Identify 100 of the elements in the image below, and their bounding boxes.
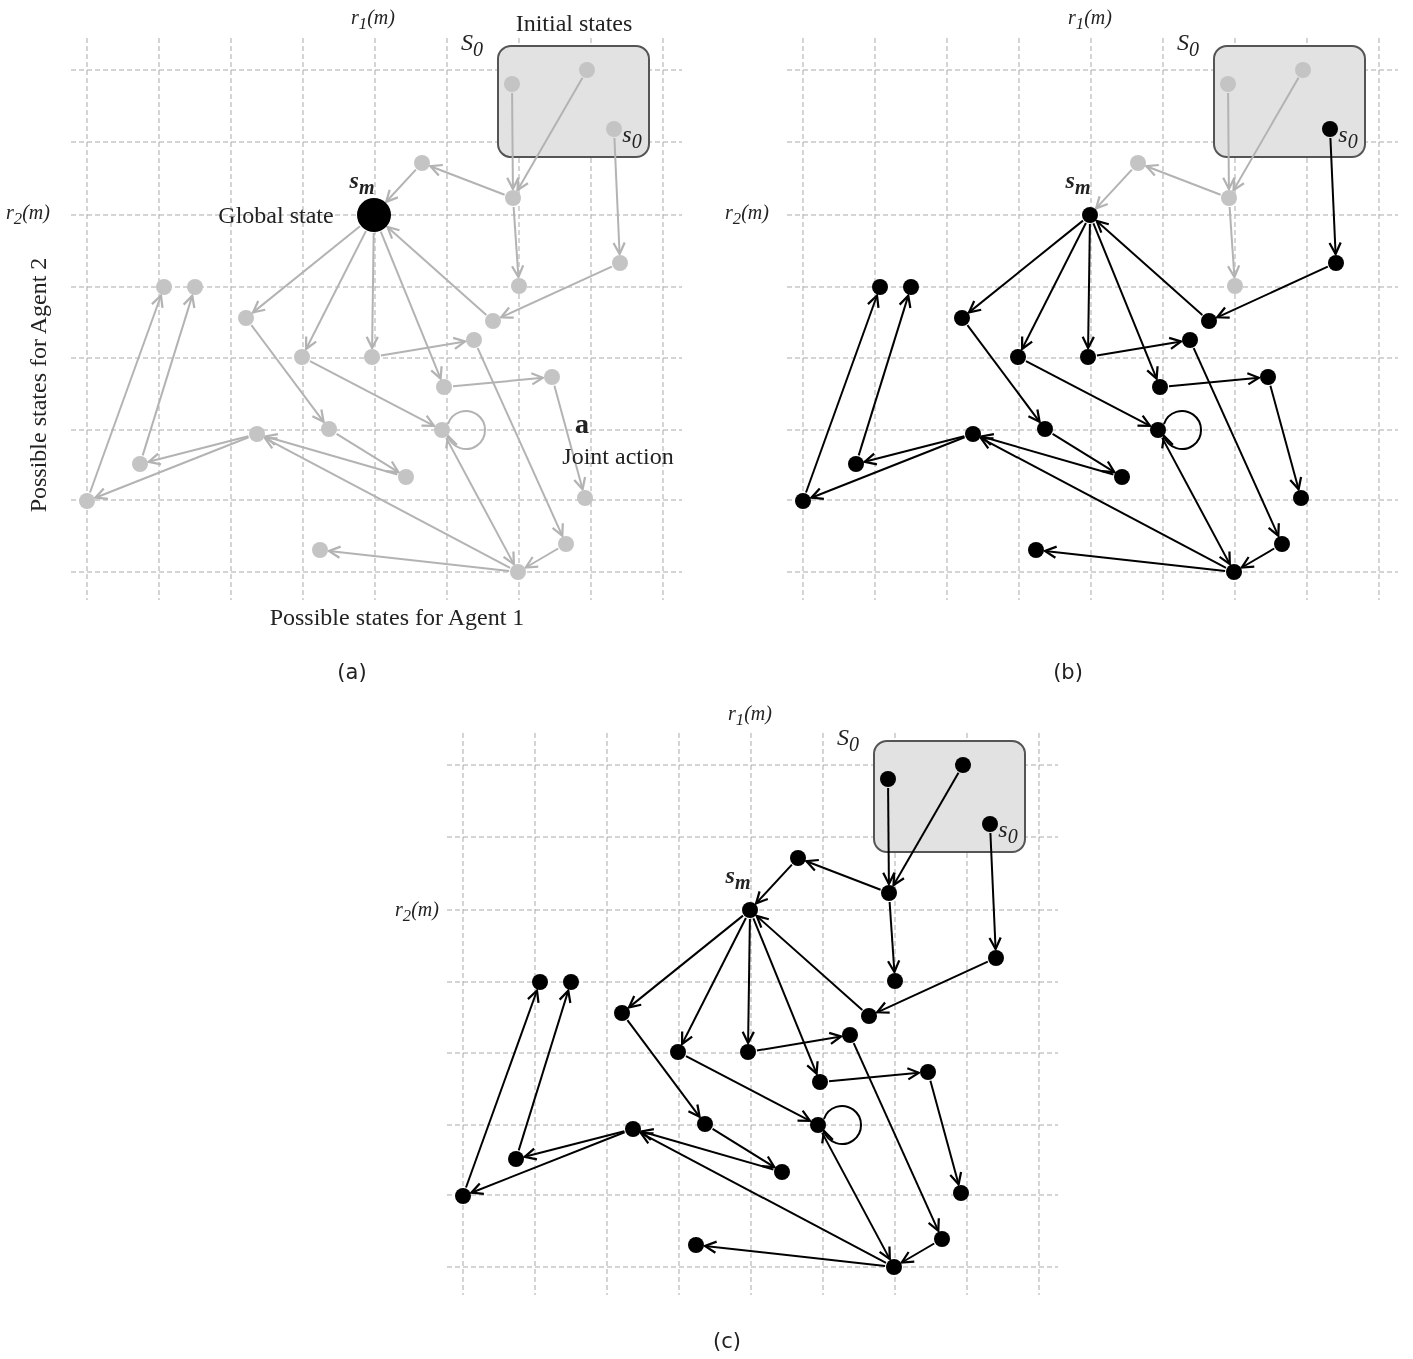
state-dot <box>965 426 981 442</box>
arrow <box>755 863 793 905</box>
state-dot <box>1295 62 1311 78</box>
self-loop-arrow <box>445 410 487 450</box>
state-dot <box>774 1164 790 1180</box>
arrow <box>1145 163 1222 196</box>
state-dot <box>614 1005 630 1021</box>
axis-label: r$_{1}$(m) <box>728 702 772 730</box>
state-dot <box>508 1151 524 1167</box>
arrow <box>639 1132 887 1264</box>
panel-label: (b) <box>1053 660 1083 684</box>
state-dot <box>1182 332 1198 348</box>
arrow <box>251 225 361 314</box>
arrow <box>1226 206 1241 279</box>
arrow <box>752 917 819 1075</box>
state-symbol: s$_{m}$ <box>349 167 375 199</box>
arrow <box>365 232 379 350</box>
state-dot <box>1080 349 1096 365</box>
arrow <box>612 137 626 256</box>
arrow <box>327 545 511 572</box>
state-dot <box>1037 421 1053 437</box>
state-dot <box>881 885 897 901</box>
set-symbol: S$_{0}$ <box>1177 29 1199 61</box>
arrow <box>470 1131 626 1195</box>
arrow <box>506 92 520 191</box>
arrow <box>980 433 1115 476</box>
state-dot <box>505 190 521 206</box>
state-dot <box>740 1044 756 1060</box>
state-dot <box>312 542 328 558</box>
arrow <box>305 230 367 351</box>
state-dot <box>1274 536 1290 552</box>
arrow <box>627 914 744 1009</box>
action-symbol: a <box>575 408 589 440</box>
state-dot <box>436 379 452 395</box>
state-dot <box>1010 349 1026 365</box>
arrow <box>886 901 901 974</box>
arrow <box>1092 222 1159 380</box>
state-dot <box>606 121 622 137</box>
arrow <box>1328 137 1342 256</box>
state-symbol: s$_{m}$ <box>725 862 751 894</box>
arrow <box>1043 545 1227 572</box>
arrow <box>900 1242 936 1264</box>
arrow <box>892 771 960 887</box>
state-dot <box>321 421 337 437</box>
arrow <box>465 989 540 1189</box>
state-dot <box>558 536 574 552</box>
arrow <box>250 324 325 423</box>
arrow <box>510 206 525 279</box>
state-dot <box>1028 542 1044 558</box>
set-symbol: S$_{0}$ <box>837 724 859 756</box>
arrow <box>711 1127 776 1169</box>
arrow <box>1081 223 1095 350</box>
state-dot <box>903 279 919 295</box>
arrow <box>852 1042 940 1232</box>
panel-label: (c) <box>713 1329 741 1353</box>
arrow <box>857 294 912 457</box>
initial-states-box <box>1213 45 1366 158</box>
state-dot <box>249 426 265 442</box>
arrow <box>703 1240 887 1267</box>
arrow <box>681 917 747 1046</box>
state-symbol: s$_{0}$ <box>1338 121 1358 153</box>
state-dot <box>511 278 527 294</box>
state-dot <box>455 1188 471 1204</box>
state-dot <box>934 1231 950 1247</box>
arrow <box>429 163 506 196</box>
panel-label: (a) <box>337 660 367 684</box>
state-dot <box>848 456 864 472</box>
state-symbol: s$_{m}$ <box>1065 167 1091 199</box>
arrow <box>967 219 1084 314</box>
axis-title: Possible states for Agent 1 <box>269 603 525 631</box>
state-dot <box>357 198 391 232</box>
arrow <box>1222 92 1236 191</box>
state-dot <box>887 973 903 989</box>
state-dot <box>812 1074 828 1090</box>
arrow <box>828 1067 921 1083</box>
arrow <box>1095 168 1133 210</box>
state-dot <box>132 456 148 472</box>
state-dot <box>579 62 595 78</box>
self-loop-arrow <box>1161 410 1203 450</box>
arrow <box>810 436 966 500</box>
arrow <box>516 76 584 192</box>
arrow <box>263 437 511 569</box>
arrow <box>445 436 515 566</box>
self-loop-arrow <box>821 1105 863 1145</box>
state-dot <box>795 493 811 509</box>
state-dot <box>953 1185 969 1201</box>
state-dot <box>485 313 501 329</box>
arrow <box>89 294 164 494</box>
state-dot <box>1322 121 1338 137</box>
arrow <box>335 432 400 474</box>
arrow <box>386 225 488 316</box>
state-dot <box>988 950 1004 966</box>
state-dot <box>920 1064 936 1080</box>
arrow <box>264 433 399 476</box>
arrow <box>1192 347 1280 537</box>
state-dot <box>670 1044 686 1060</box>
state-dot <box>414 155 430 171</box>
arrow <box>309 360 436 427</box>
state-dot <box>955 757 971 773</box>
arrow <box>1025 360 1152 427</box>
